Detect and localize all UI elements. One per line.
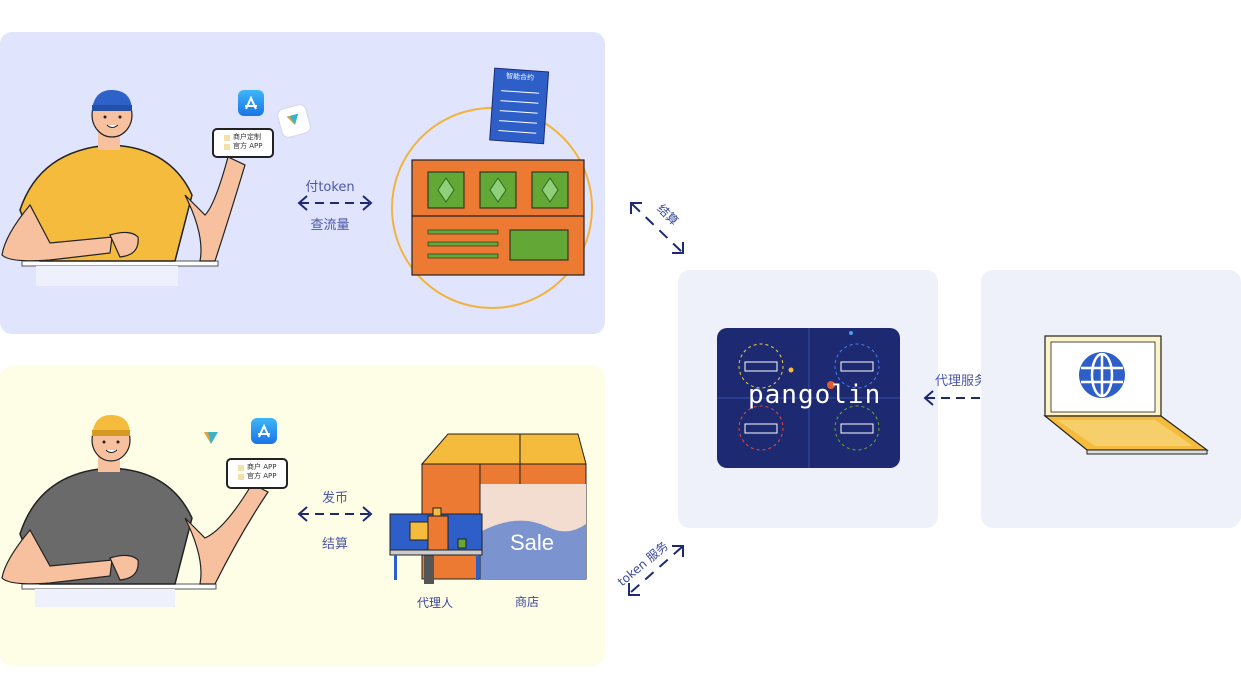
token-service-diagonal-arrow [628, 545, 684, 596]
bottom-phone: 商户 APP 官方 APP [226, 458, 288, 489]
top-double-arrow [297, 195, 373, 211]
google-play-icon [276, 103, 312, 139]
bottom-arrow-label-top: 发币 [321, 491, 348, 506]
bottom-phone-row1: 商户 APP [247, 463, 277, 471]
top-phone: 商户定制 官方 APP [212, 128, 274, 158]
top-phone-row1: 商户定制 [233, 133, 261, 141]
globe-icon [1079, 352, 1125, 398]
top-arrow-label-bottom: 查流量 [310, 218, 350, 233]
proxy-label: 代理服务 [934, 374, 987, 389]
top-arrow-label-top: 付token [305, 180, 355, 195]
shop-illustration [389, 433, 587, 584]
app-store-icon [238, 90, 264, 116]
sale-text: Sale [510, 530, 555, 555]
bottom-person-illustration [1, 414, 269, 607]
bottom-phone-row2: 官方 APP [247, 472, 277, 480]
app-store-icon-bottom [251, 418, 277, 444]
agent-label: 代理人 [416, 596, 453, 610]
shop-label: 商店 [514, 595, 539, 609]
bottom-arrow-label-bottom: 结算 [321, 537, 348, 552]
pangolin-brand-text: pangolin [748, 380, 882, 410]
bottom-double-arrow [297, 506, 373, 522]
top-phone-row2: 官方 APP [233, 142, 263, 150]
pangolin-network-graphic [717, 328, 900, 468]
google-play-icon-bottom [200, 428, 222, 450]
smart-contract-machine [391, 67, 593, 309]
top-person-illustration [1, 89, 246, 286]
settle-diagonal-arrow [630, 202, 684, 254]
laptop-icon [1043, 335, 1209, 455]
